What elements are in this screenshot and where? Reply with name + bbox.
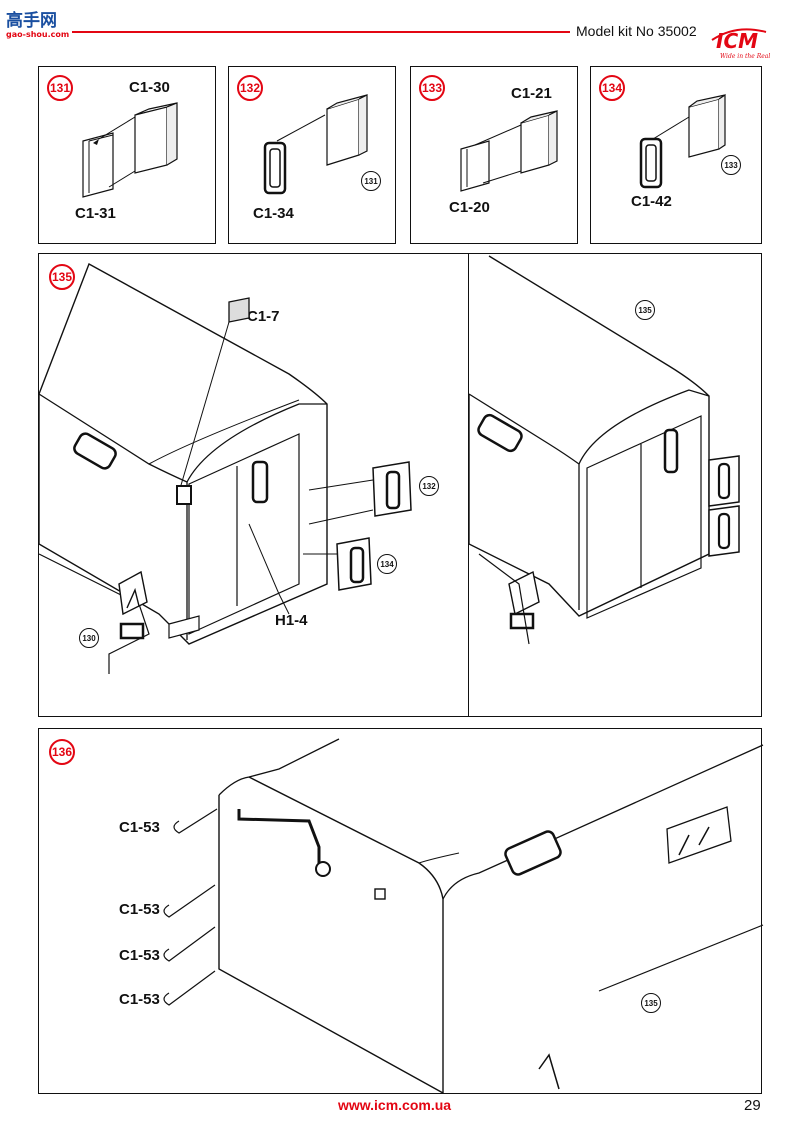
step-131-badge: 131 [47,75,73,101]
body-front-drawing [163,738,764,1094]
ref-circle-135-b: 135 [641,993,661,1013]
step-133-panel: 133 C1-21 C1-20 [410,66,578,244]
header-rule [72,31,570,33]
svg-text:Wide in the Real: Wide in the Real [720,53,770,60]
part-label-c1-53-3: C1-53 [119,947,160,964]
ref-circle-132: 132 [419,476,439,496]
part-label-c1-34: C1-34 [253,205,294,222]
door-plate-drawing-2 [639,93,726,189]
box-parts-drawing-2 [460,110,558,192]
part-label-c1-21: C1-21 [511,85,552,102]
ref-circle-134: 134 [377,554,397,574]
step-132-badge: 132 [237,75,263,101]
step-132-panel: 132 C1-34 131 [228,66,396,244]
step-134-badge: 134 [599,75,625,101]
part-label-h1-4: H1-4 [275,612,308,629]
part-label-c1-53-4: C1-53 [119,991,160,1008]
svg-text:ICM: ICM [716,29,758,53]
body-rear-drawing [38,263,412,674]
step-131-panel: 131 C1-30 C1-31 [38,66,216,244]
ref-circle-135: 135 [635,300,655,320]
svg-text:高手网: 高手网 [6,10,57,31]
step-134-panel: 134 C1-42 133 [590,66,762,244]
box-parts-drawing [82,102,178,198]
svg-text:gao-shou.com: gao-shou.com [6,30,69,39]
step-136-badge: 136 [49,739,75,765]
kit-number: Model kit No 35002 [576,23,697,39]
footer-website-link[interactable]: www.icm.com.ua [338,1097,452,1113]
door-plate-drawing [263,94,368,195]
step-136-panel: 136 C1-53 C1-53 C1-53 C1-53 135 [38,728,764,1094]
part-label-c1-53-1: C1-53 [119,819,160,836]
part-label-c1-30: C1-30 [129,79,170,96]
body-rear-assembled-drawing [468,255,740,645]
step-133-badge: 133 [419,75,445,101]
part-label-c1-20: C1-20 [449,199,490,216]
ref-circle-131: 131 [361,171,381,191]
icm-logo: ICM Wide in the Real [706,22,772,60]
part-label-c1-7: C1-7 [247,308,280,325]
page-number: 29 [744,1097,761,1114]
step-135-result-panel: 135 [468,253,762,717]
part-label-c1-31: C1-31 [75,205,116,222]
site-watermark-logo: 高手网 gao-shou.com [4,6,70,40]
part-label-c1-53-2: C1-53 [119,901,160,918]
step-135-panel: 135 C1-7 H1-4 132 134 130 [38,253,470,717]
ref-circle-130: 130 [79,628,99,648]
step-135-badge: 135 [49,264,75,290]
ref-circle-133: 133 [721,155,741,175]
part-label-c1-42: C1-42 [631,193,672,210]
